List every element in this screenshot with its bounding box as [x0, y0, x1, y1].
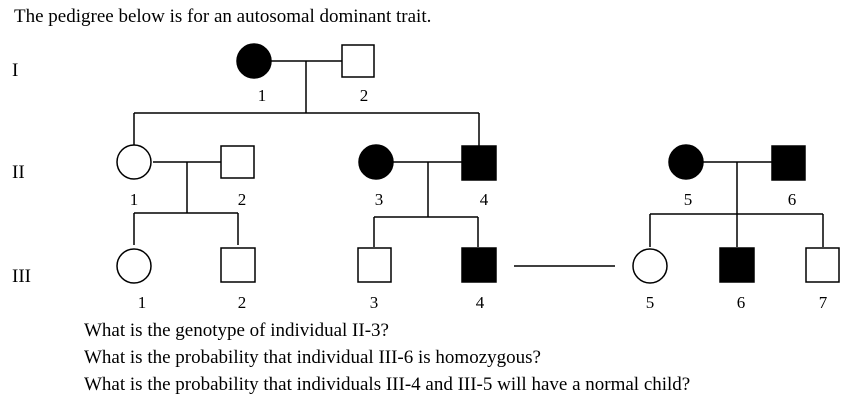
symbol-ii-5 [668, 144, 704, 180]
symbol-i-1 [236, 43, 272, 79]
question-3: What is the probability that individuals… [84, 374, 691, 395]
question-1: What is the genotype of individual II-3? [84, 320, 389, 341]
label-iii-3: 3 [370, 293, 379, 312]
label-iii-6: 6 [737, 293, 746, 312]
label-i-2: 2 [360, 86, 369, 105]
symbol-iii-4 [461, 247, 497, 283]
generation-label-i: I [12, 60, 19, 81]
symbol-iii-5 [632, 248, 668, 284]
pedigree-lines [133, 60, 824, 267]
symbol-ii-6 [771, 145, 806, 181]
label-ii-5: 5 [684, 190, 693, 209]
symbol-ii-2 [220, 145, 255, 179]
symbol-iii-1 [116, 248, 152, 284]
symbol-ii-3 [358, 144, 394, 180]
symbol-iii-7 [805, 247, 840, 283]
label-iii-7: 7 [819, 293, 828, 312]
label-iii-5: 5 [646, 293, 655, 312]
label-iii-2: 2 [238, 293, 247, 312]
symbol-i-2 [341, 44, 375, 78]
symbol-iii-2 [220, 247, 256, 283]
question-2: What is the probability that individual … [84, 347, 541, 368]
label-ii-6: 6 [788, 190, 797, 209]
generation-label-ii: II [12, 162, 25, 183]
individual-labels: 1 2 1 2 3 4 5 6 1 2 3 4 5 6 7 [130, 86, 828, 312]
intro-text: The pedigree below is for an autosomal d… [14, 6, 432, 27]
label-ii-3: 3 [375, 190, 384, 209]
label-iii-4: 4 [476, 293, 485, 312]
label-ii-1: 1 [130, 190, 139, 209]
symbol-iii-6 [719, 247, 755, 283]
symbol-ii-1 [116, 144, 152, 180]
label-ii-2: 2 [238, 190, 247, 209]
label-ii-4: 4 [480, 190, 489, 209]
label-iii-1: 1 [138, 293, 147, 312]
symbol-iii-3 [357, 247, 392, 283]
pedigree-symbols [116, 43, 840, 284]
generation-label-iii: III [12, 266, 31, 287]
symbol-ii-4 [461, 145, 497, 181]
label-i-1: 1 [258, 86, 267, 105]
